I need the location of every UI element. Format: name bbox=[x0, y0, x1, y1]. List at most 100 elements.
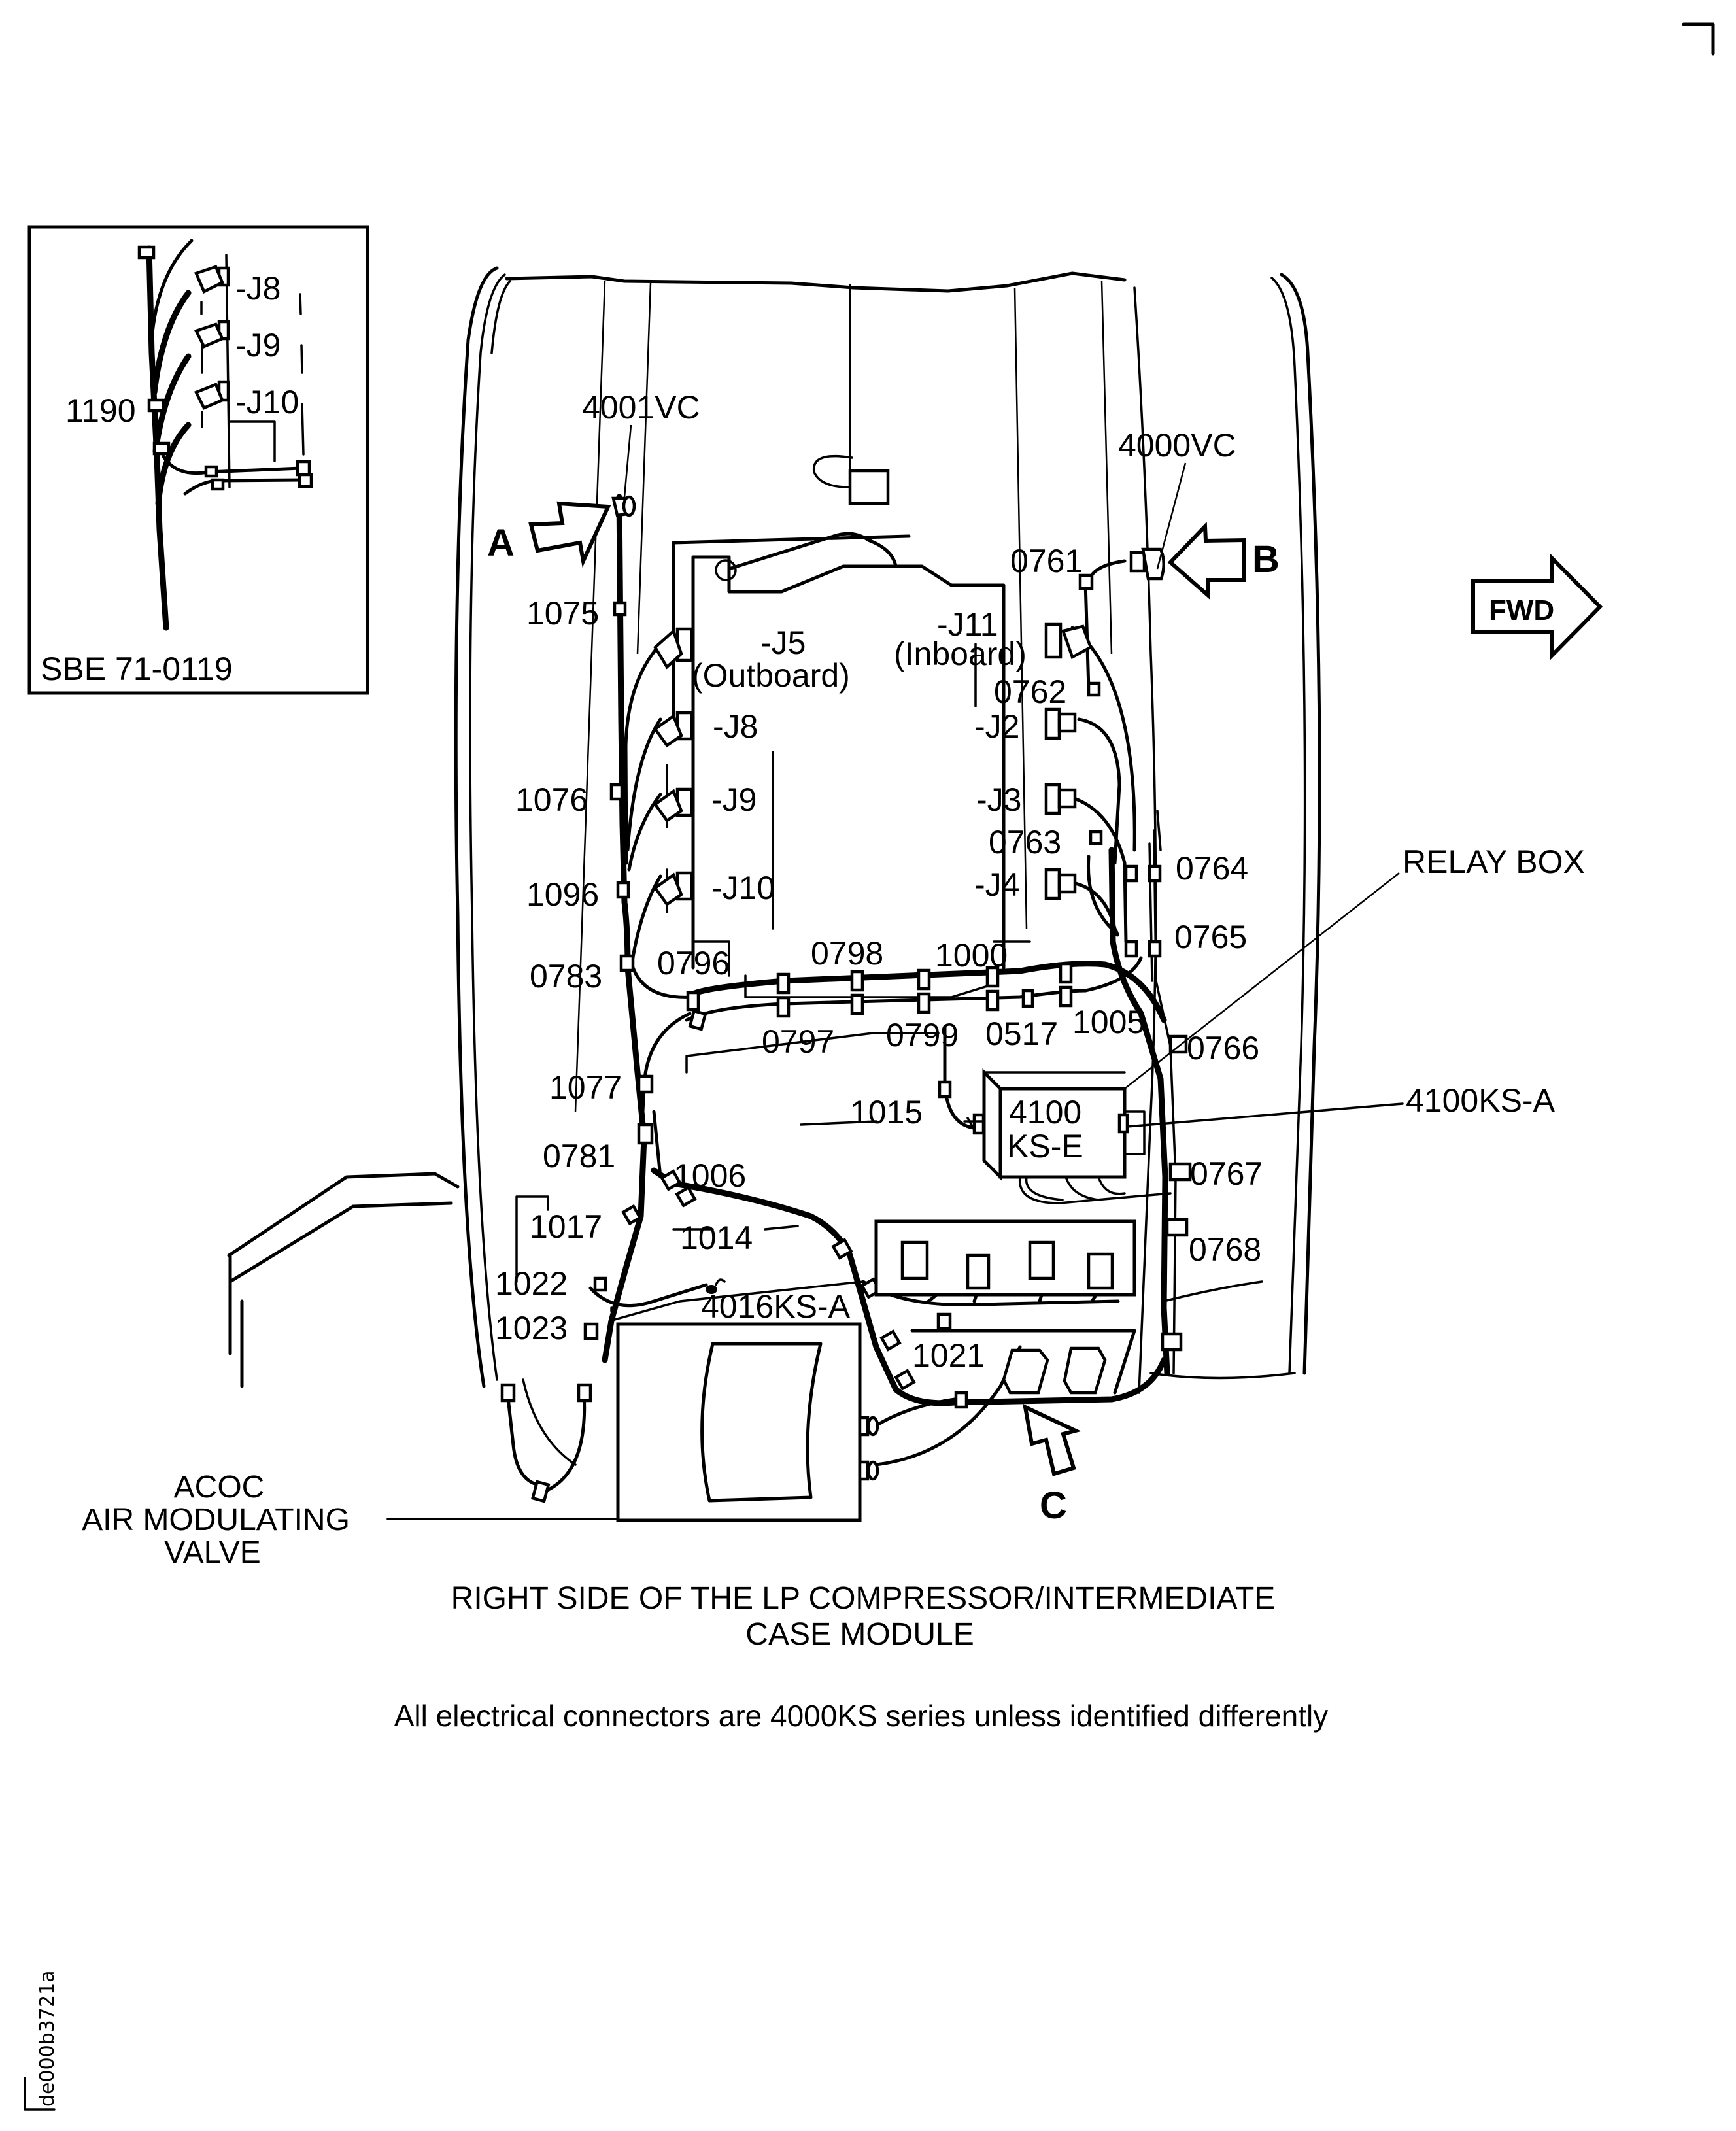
label-1005: 1005 bbox=[1072, 1004, 1145, 1040]
inset-title: SBE 71-0119 bbox=[41, 651, 233, 687]
wire-4016ksa bbox=[588, 1283, 708, 1308]
label-0797: 0797 bbox=[762, 1023, 834, 1060]
label-1077: 1077 bbox=[549, 1069, 622, 1106]
inset-connector-j10 bbox=[194, 380, 230, 410]
label-4016ks-a: 4016KS-A bbox=[701, 1288, 851, 1325]
label-0768: 0768 bbox=[1189, 1231, 1261, 1268]
panel-ramp bbox=[727, 532, 898, 571]
relay-box-hoses bbox=[1018, 1176, 1172, 1204]
clamp-1075 bbox=[613, 601, 627, 617]
clamp-0768 bbox=[1165, 1218, 1189, 1237]
label-j5: -J5 bbox=[760, 624, 806, 661]
label-0798: 0798 bbox=[811, 935, 883, 972]
block-upper-conn-3 bbox=[1028, 1240, 1055, 1280]
label-j11: -J11 bbox=[937, 606, 998, 643]
leader-1015 bbox=[685, 1032, 940, 1074]
case-top-edge bbox=[505, 271, 1127, 293]
connector-j5 bbox=[653, 627, 694, 670]
connector-4001vc bbox=[611, 495, 636, 517]
clamp-1006-b bbox=[675, 1185, 697, 1208]
clamp-1014 bbox=[831, 1238, 853, 1260]
inset-label-j9: -J9 bbox=[235, 327, 281, 364]
inset-frame bbox=[27, 225, 369, 695]
label-1075: 1075 bbox=[526, 595, 599, 632]
leader-1014 bbox=[672, 1225, 799, 1231]
connector-j2 bbox=[1044, 707, 1077, 740]
clamp-0796 bbox=[686, 991, 700, 1012]
wire-j10 bbox=[630, 874, 662, 963]
label-0766: 0766 bbox=[1187, 1030, 1259, 1066]
wire-acoc-2 bbox=[874, 1345, 1022, 1467]
clamp-0799 bbox=[917, 992, 931, 1014]
case-strut-5 bbox=[1100, 281, 1113, 655]
case-strut-2 bbox=[636, 282, 652, 655]
label-j11-note: (Inboard) bbox=[894, 636, 1027, 672]
label-j8: -J8 bbox=[713, 708, 758, 745]
inset-dash-4 bbox=[299, 293, 302, 315]
top-hose bbox=[812, 454, 853, 488]
clamp-lower-2 bbox=[879, 1329, 902, 1352]
corner-mark-bottom-left bbox=[24, 2077, 56, 2111]
wire-j4-loop bbox=[1070, 855, 1119, 937]
clamp-0761 bbox=[1078, 573, 1094, 590]
clamp-0762 bbox=[1087, 681, 1101, 697]
leader-relay-box bbox=[1124, 872, 1400, 1089]
clamp-lower-3 bbox=[894, 1369, 916, 1391]
block-upper-conn-4 bbox=[1087, 1252, 1114, 1290]
clamp-0798-a bbox=[776, 972, 791, 995]
acoc-valve-body bbox=[616, 1322, 862, 1522]
relay-box-side bbox=[982, 1068, 1002, 1182]
wire-acoc-left-3 bbox=[522, 1378, 577, 1466]
label-1023: 1023 bbox=[495, 1310, 568, 1346]
connector-j3 bbox=[1044, 783, 1077, 815]
fwd-arrow-icon bbox=[1471, 553, 1603, 661]
connector-4100ks-e-input bbox=[966, 1113, 985, 1135]
label-1096: 1096 bbox=[526, 876, 599, 913]
wire-j2 bbox=[1077, 717, 1121, 865]
corner-mark-top-right bbox=[1682, 22, 1715, 56]
clamp-1005-a bbox=[1059, 962, 1073, 984]
inset-wire-j9 bbox=[152, 353, 192, 454]
harness-right-inner bbox=[1148, 842, 1153, 982]
relay-box-4100ksa-connector bbox=[1117, 1113, 1129, 1134]
leader-1017 bbox=[515, 1195, 549, 1283]
label-acoc-line3: VALVE bbox=[164, 1535, 261, 1570]
view-arrow-a-icon bbox=[528, 501, 611, 568]
labels: 4001VC 4000VC -J5 (Outboard) -J11 (Inboa… bbox=[82, 389, 1585, 1733]
inset-clamp-lower bbox=[152, 441, 171, 456]
block-lower-conn-1 bbox=[1002, 1348, 1049, 1395]
inset-dash-5 bbox=[300, 344, 303, 374]
inset-lower-conn-2 bbox=[298, 473, 313, 488]
label-4000vc: 4000VC bbox=[1118, 427, 1236, 464]
wire-j5 bbox=[624, 642, 662, 865]
leader-4100ksa bbox=[1126, 1102, 1404, 1128]
inset-wire-j8 bbox=[151, 290, 192, 396]
inset-label-j10: -J10 bbox=[235, 384, 299, 420]
clamp-1017 bbox=[621, 1204, 642, 1226]
inset-lower-clamp-2 bbox=[211, 478, 225, 491]
acoc-port-lower bbox=[858, 1460, 879, 1481]
label-1076: 1076 bbox=[515, 781, 588, 818]
block-lower-frame bbox=[910, 1329, 1136, 1395]
wire-acoc-1 bbox=[874, 1397, 957, 1427]
harness-cross-lower bbox=[685, 956, 1143, 1022]
harness-right-trunk bbox=[1108, 847, 1170, 1376]
connector-j8 bbox=[653, 711, 694, 748]
inset-dash-6 bbox=[301, 403, 305, 456]
clamp-1022 bbox=[593, 1276, 607, 1292]
wire-acoc-left-1 bbox=[505, 1384, 538, 1486]
clamp-acoc-bottom bbox=[530, 1480, 551, 1503]
caption-line1: RIGHT SIDE OF THE LP COMPRESSOR/INTERMED… bbox=[451, 1581, 1276, 1616]
connector-4016ks-a bbox=[706, 1278, 726, 1294]
label-4100-line2: KS-E bbox=[1007, 1128, 1083, 1165]
case-left-flange-outer bbox=[454, 266, 499, 1388]
clamp-1006-a bbox=[660, 1169, 682, 1191]
clamp-1023 bbox=[583, 1322, 599, 1340]
label-1015: 1015 bbox=[850, 1094, 923, 1131]
label-4100ks-a: 4100KS-A bbox=[1406, 1082, 1556, 1119]
clamp-0796-b bbox=[688, 1009, 707, 1031]
clamp-0763 bbox=[1089, 830, 1103, 845]
acoc-valve-window bbox=[700, 1342, 823, 1503]
block-upper-conn-2 bbox=[966, 1253, 991, 1290]
acoc-port-upper bbox=[858, 1416, 879, 1437]
